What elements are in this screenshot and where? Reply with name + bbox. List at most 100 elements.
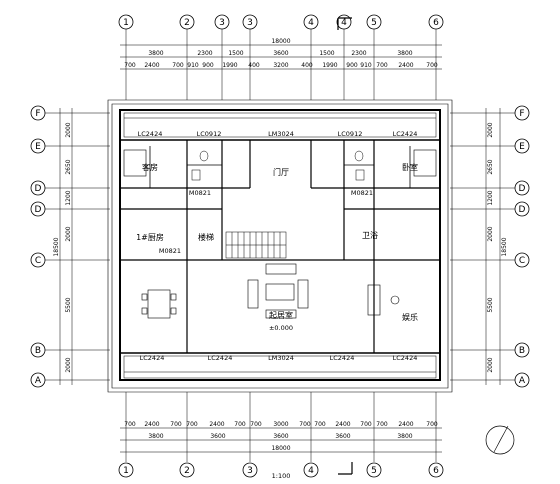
svg-text:2000: 2000: [65, 226, 72, 241]
room-bedroom-left: 客房: [142, 162, 158, 172]
staircase: [225, 231, 287, 259]
room-bath: 卫浴: [362, 230, 378, 240]
bottom-axis-bubbles: 1 2 3 4 5 6: [118, 462, 444, 478]
svg-text:LC2424: LC2424: [208, 354, 233, 362]
room-living: 起居室: [269, 310, 293, 320]
svg-text:2400: 2400: [144, 421, 159, 428]
svg-text:5500: 5500: [65, 297, 72, 312]
left-dimension-lines: [45, 108, 110, 385]
svg-text:1500: 1500: [228, 50, 243, 57]
svg-text:LC2424: LC2424: [393, 130, 418, 138]
svg-text:700: 700: [124, 62, 136, 69]
top-window-labels: LC2424 LC0912 LM3024 LC0912 LC2424: [138, 130, 418, 138]
right-dimension-lines: [450, 108, 515, 385]
drawing-scale: 1:100: [272, 472, 291, 480]
svg-text:5500: 5500: [487, 297, 494, 312]
svg-text:3800: 3800: [397, 50, 412, 57]
svg-text:D: D: [35, 205, 42, 215]
svg-text:700: 700: [376, 62, 388, 69]
svg-text:2400: 2400: [209, 421, 224, 428]
svg-text:LM3024: LM3024: [268, 130, 294, 138]
svg-text:1990: 1990: [322, 62, 337, 69]
bedroom-beds: [123, 149, 437, 177]
svg-text:700: 700: [250, 421, 262, 428]
svg-text:LC2424: LC2424: [330, 354, 355, 362]
svg-text:400: 400: [248, 62, 260, 69]
svg-text:2000: 2000: [487, 357, 494, 372]
svg-text:LC2424: LC2424: [138, 130, 163, 138]
svg-text:400: 400: [301, 62, 313, 69]
left-overall-dim: 18500: [53, 237, 60, 256]
svg-text:D: D: [519, 184, 526, 194]
svg-text:A: A: [519, 376, 526, 386]
right-overall-dim: 18500: [501, 237, 508, 256]
svg-text:910: 910: [187, 62, 199, 69]
svg-text:700: 700: [426, 421, 438, 428]
svg-text:LM3024: LM3024: [268, 354, 294, 362]
bottom-dimension-lines: [120, 392, 442, 462]
room-living-level: ±0.000: [269, 324, 293, 332]
svg-text:D: D: [35, 184, 42, 194]
svg-text:910: 910: [360, 62, 372, 69]
svg-text:5: 5: [371, 466, 377, 476]
door-labels: M0821 M0821 M0821: [159, 189, 373, 255]
axis-label: 1: [123, 18, 129, 28]
toilets: [191, 150, 365, 181]
svg-text:3800: 3800: [397, 433, 412, 440]
svg-text:4: 4: [308, 466, 314, 476]
svg-text:A: A: [35, 376, 42, 386]
dining-table: [141, 289, 177, 319]
svg-text:3600: 3600: [210, 433, 225, 440]
svg-text:2: 2: [184, 466, 190, 476]
svg-text:2400: 2400: [398, 62, 413, 69]
axis-label: 4: [308, 18, 314, 28]
svg-text:3800: 3800: [148, 433, 163, 440]
room-bedroom-right: 卧室: [402, 162, 418, 172]
svg-text:1500: 1500: [319, 50, 334, 57]
svg-text:2400: 2400: [335, 421, 350, 428]
axis-label: 6: [433, 18, 439, 28]
svg-text:700: 700: [172, 62, 184, 69]
top-dims-row1: 3800 2300 1500 3600 1500 2300 3800: [148, 50, 412, 57]
overall-width-bottom: 18000: [271, 445, 290, 452]
bottom-dims-row2: 3800 3600 3600 3600 3800: [148, 433, 412, 440]
bottom-dims-row1: 700 2400 700 700 2400 700 700 3000 700 7…: [124, 421, 438, 428]
svg-text:2400: 2400: [398, 421, 413, 428]
svg-text:2000: 2000: [65, 357, 72, 372]
svg-text:1200: 1200: [487, 190, 494, 205]
left-dims: 2000 2650 1200 2000 5500 2000: [65, 122, 72, 372]
top-balcony: [123, 112, 437, 138]
north-arrow-icon: [485, 425, 515, 455]
svg-text:M0821: M0821: [351, 189, 373, 197]
axis-label: 3: [247, 18, 253, 28]
svg-text:900: 900: [346, 62, 358, 69]
room-lobby: 门厅: [273, 167, 289, 177]
svg-text:LC2424: LC2424: [393, 354, 418, 362]
svg-text:D: D: [519, 205, 526, 215]
svg-text:3600: 3600: [273, 433, 288, 440]
svg-text:2650: 2650: [65, 159, 72, 174]
svg-text:700: 700: [299, 421, 311, 428]
svg-text:2650: 2650: [487, 159, 494, 174]
svg-text:700: 700: [360, 421, 372, 428]
top-dims-row2: 700 2400 700 910 900 1990 400 3200 400 1…: [124, 62, 438, 69]
svg-text:M0821: M0821: [189, 189, 211, 197]
svg-text:700: 700: [234, 421, 246, 428]
svg-text:LC0912: LC0912: [197, 130, 222, 138]
bottom-window-labels: LC2424 LC2424 LM3024 LC2424 LC2424: [140, 354, 418, 362]
svg-text:3600: 3600: [335, 433, 350, 440]
svg-text:2000: 2000: [65, 122, 72, 137]
svg-text:700: 700: [426, 62, 438, 69]
svg-text:C: C: [35, 256, 41, 266]
svg-text:E: E: [35, 142, 41, 152]
svg-text:3: 3: [247, 466, 253, 476]
top-dimensions: [120, 29, 442, 100]
svg-text:M0821: M0821: [159, 247, 181, 255]
svg-text:1200: 1200: [65, 190, 72, 205]
svg-text:LC0912: LC0912: [338, 130, 363, 138]
axis-label: 2: [184, 18, 190, 28]
building-walls: [107, 99, 453, 393]
svg-text:2300: 2300: [197, 50, 212, 57]
svg-text:900: 900: [202, 62, 214, 69]
svg-text:1: 1: [123, 466, 129, 476]
